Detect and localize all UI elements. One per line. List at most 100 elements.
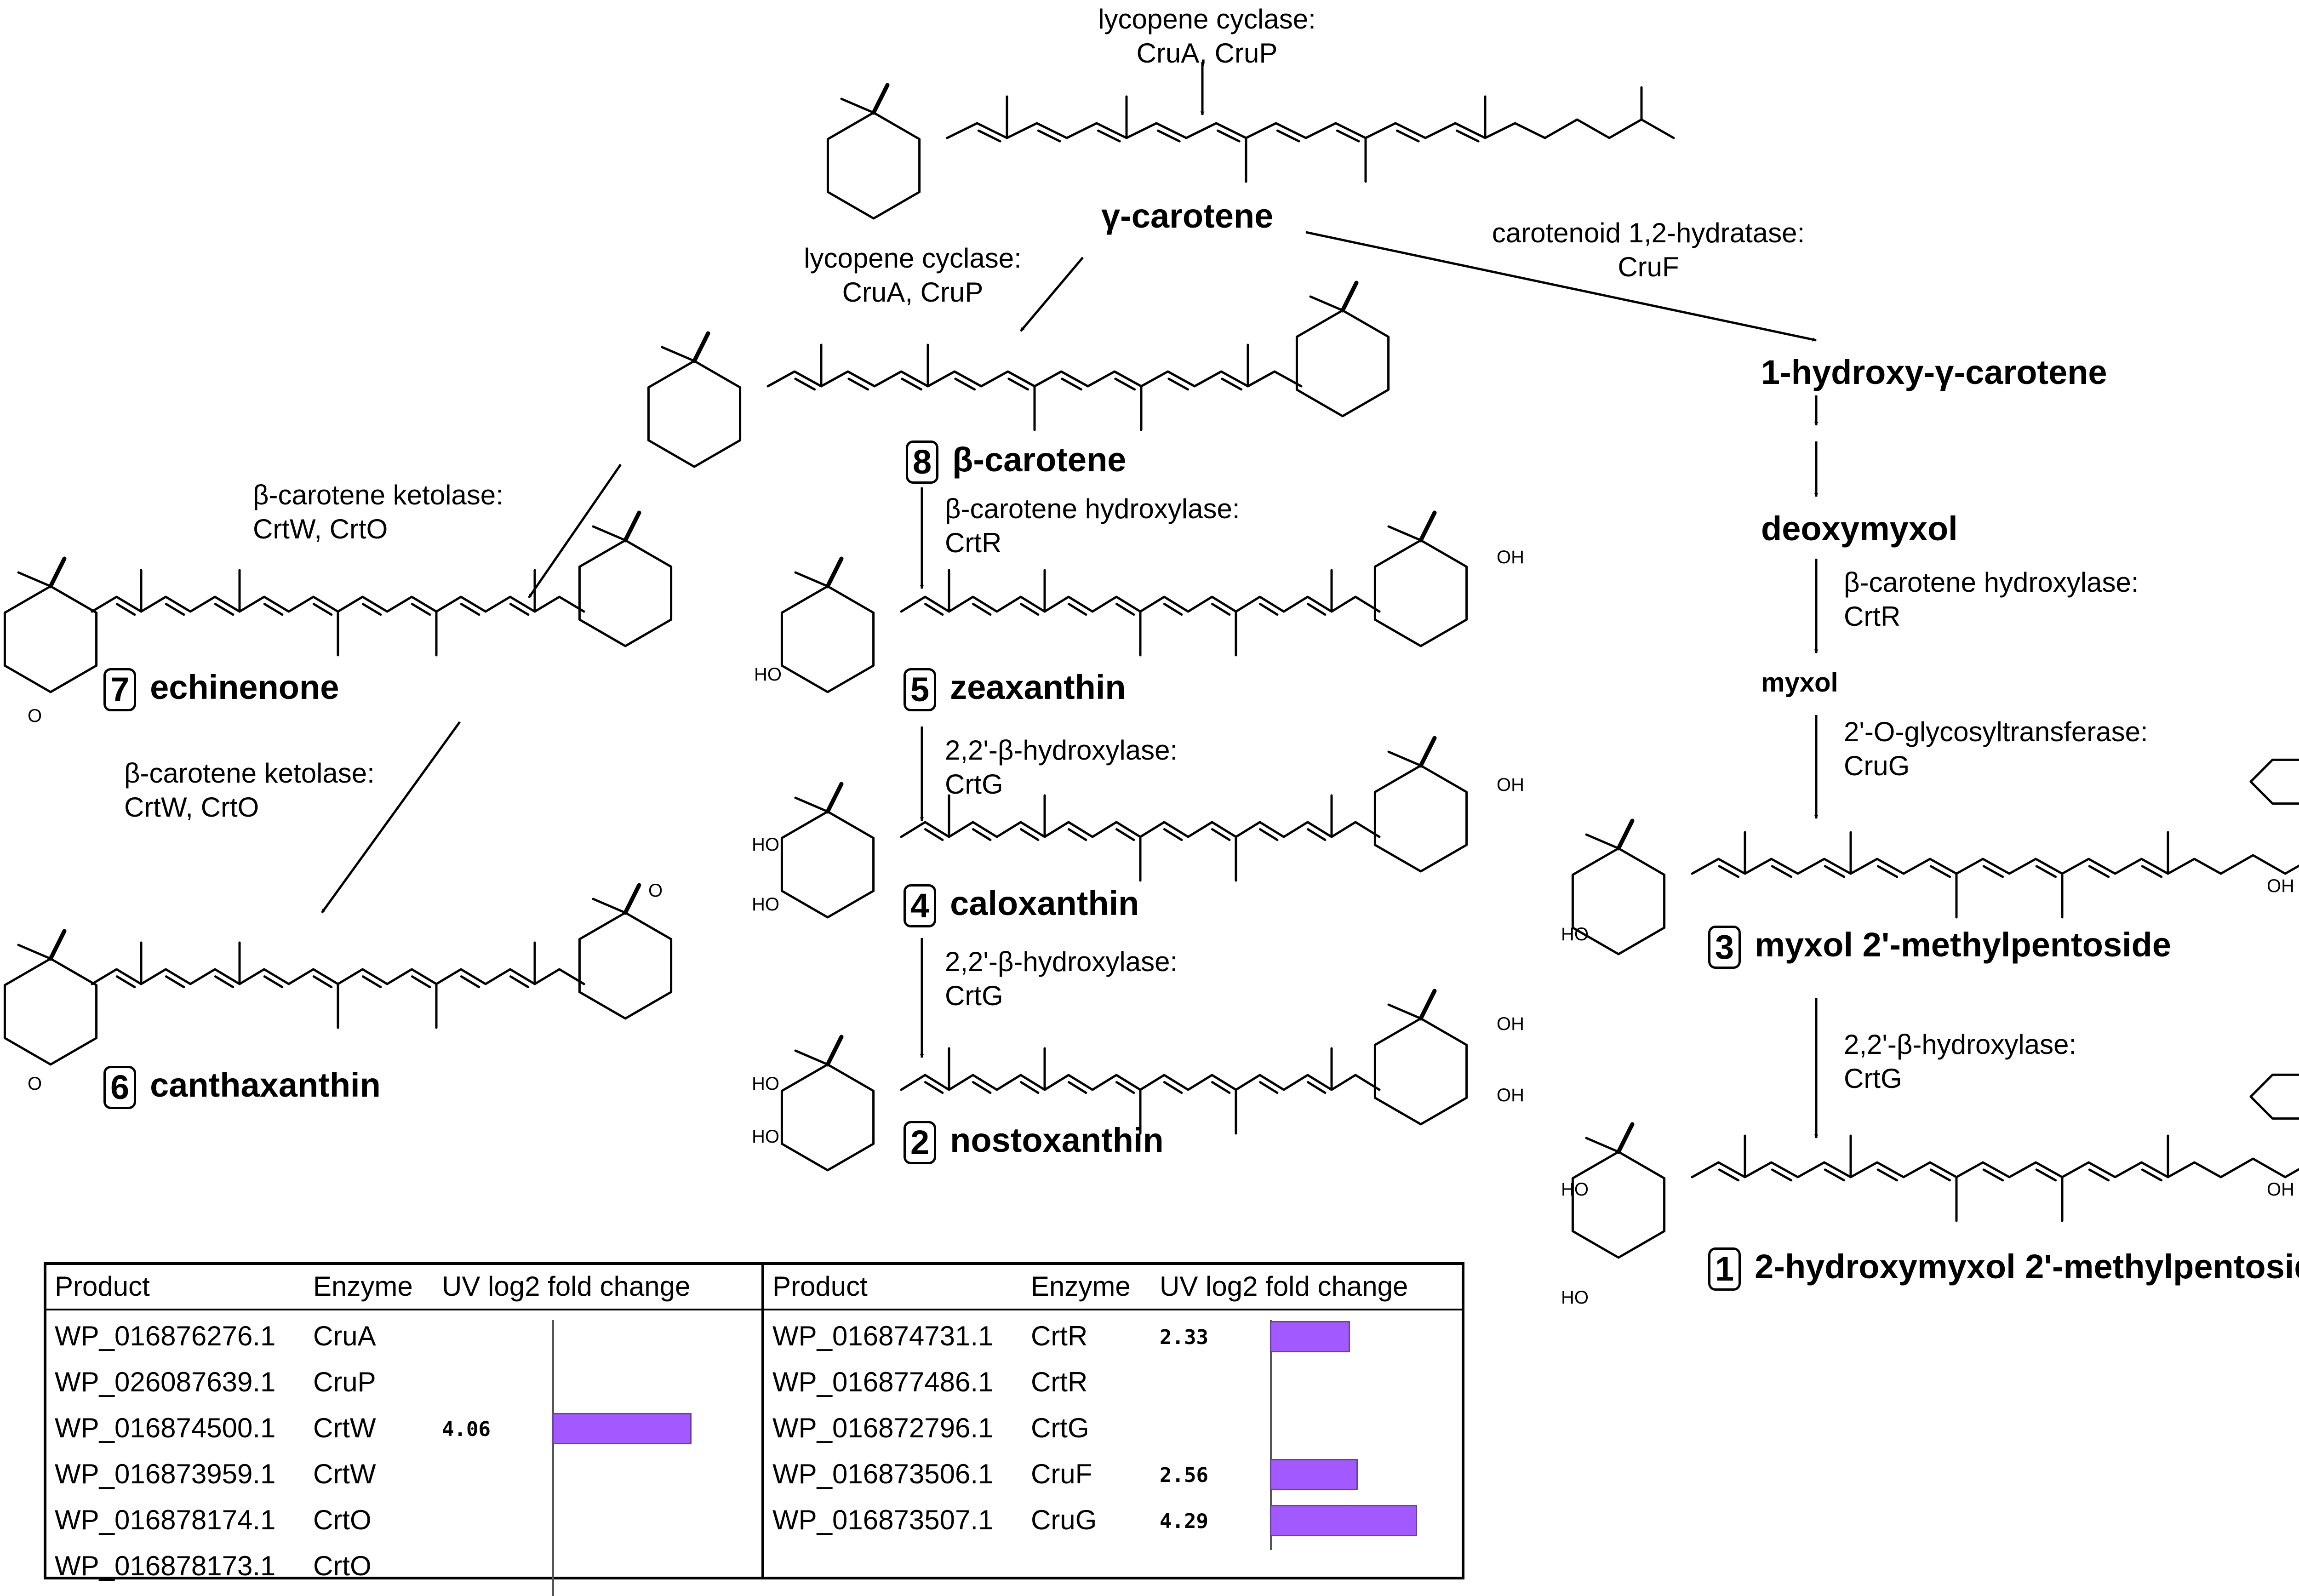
enzyme-genes: CruA, CruP: [842, 277, 984, 308]
enzyme-label-b-hydroxylase-1: 2,2'-β-hydroxylase: CrtG: [945, 733, 1178, 801]
compound-name: 2-hydroxymyxol 2'-methylpentoside: [1755, 1247, 2299, 1286]
compound-name: caloxanthin: [950, 884, 1139, 922]
reaction-arrow: [320, 721, 461, 914]
hydroxymyxol-mp-structure: [1571, 1073, 2299, 1259]
product-cell: WP_016874731.1: [772, 1321, 994, 1351]
enzyme-genes: CruF: [1618, 252, 1679, 282]
enzyme-title: 2,2'-β-hydroxylase:: [1844, 1029, 2077, 1060]
fold-change-value: 4.29: [1160, 1510, 1208, 1533]
compound-deoxymyxol: deoxymyxol: [1761, 508, 1958, 549]
enzyme-genes: CrtG: [945, 769, 1003, 800]
compound-name: deoxymyxol: [1761, 509, 1958, 548]
enzyme-label-hydroxylase-center: β-carotene hydroxylase: CrtR: [945, 492, 1240, 560]
column-header-product: Product: [55, 1271, 150, 1302]
product-cell: WP_016872796.1: [772, 1413, 994, 1443]
myxol-mp-structure: [1571, 758, 2299, 955]
compound-nostoxanthin: 2 nostoxanthin: [904, 1120, 1164, 1165]
fold-change-bar: [1270, 1505, 1417, 1536]
enzyme-cell: CruF: [1031, 1459, 1092, 1489]
enzyme-cell: CrtR: [1031, 1367, 1088, 1397]
enzyme-label-glycosyltransferase: 2'-O-glycosyltransferase: CruG: [1844, 715, 2148, 783]
product-cell: WP_016873507.1: [772, 1504, 994, 1535]
bar-axis: [552, 1320, 554, 1596]
enzyme-cell: CruG: [1031, 1504, 1097, 1535]
atom-label: HO: [1561, 924, 1589, 944]
zeaxanthin-structure: [780, 510, 1468, 693]
column-header-fold-change: UV log2 fold change: [442, 1271, 691, 1302]
enzyme-genes: CrtW, CrtO: [124, 792, 259, 823]
fold-change-bar: [552, 1413, 692, 1444]
enzyme-cell: CruP: [313, 1367, 376, 1397]
compound-number-badge: 3: [1708, 926, 1741, 969]
compound-number-badge: 5: [904, 668, 937, 712]
column-header-enzyme: Enzyme: [1031, 1271, 1131, 1302]
fold-change-value: 4.06: [442, 1418, 491, 1441]
compound-hydroxy-gamma-carotene: 1-hydroxy-γ-carotene: [1761, 352, 2107, 393]
enzyme-title: lycopene cyclase:: [804, 243, 1022, 274]
product-cell: WP_016873959.1: [55, 1459, 276, 1489]
compound-hydroxymyxol-methylpentoside: 1 2-hydroxymyxol 2'-methylpentoside: [1708, 1246, 2299, 1291]
enzyme-title: β-carotene hydroxylase:: [945, 493, 1240, 524]
enzyme-title: 2'-O-glycosyltransferase:: [1844, 716, 2148, 747]
enzyme-label-b-hydroxylase-right: 2,2'-β-hydroxylase: CrtG: [1844, 1028, 2076, 1096]
enzyme-genes: CrtR: [1844, 601, 1901, 632]
compound-number-badge: 2: [904, 1121, 937, 1165]
product-cell: WP_016877486.1: [772, 1367, 994, 1397]
enzyme-label-b-hydroxylase-2: 2,2'-β-hydroxylase: CrtG: [945, 945, 1178, 1013]
enzyme-title: β-carotene ketolase:: [124, 758, 375, 789]
compound-myxol-methylpentoside: 3 myxol 2'-methylpentoside: [1708, 924, 2171, 969]
product-cell: WP_016878173.1: [55, 1550, 276, 1581]
reaction-arrow: [1020, 257, 1084, 332]
fold-change-value: 2.33: [1160, 1326, 1208, 1349]
enzyme-title: β-carotene hydroxylase:: [1844, 567, 2139, 598]
header-divider: [764, 1309, 1464, 1310]
enzyme-label-hydroxylase-right: β-carotene hydroxylase: CrtR: [1844, 566, 2139, 634]
reaction-arrow: [1305, 231, 1817, 342]
enzyme-title: 2,2'-β-hydroxylase:: [945, 735, 1178, 766]
atom-label: HO: [752, 1074, 779, 1094]
product-cell: WP_016873506.1: [772, 1459, 994, 1489]
enzyme-label-lycopene-cyclase-top: lycopene cyclase: CruA, CruP: [1058, 2, 1356, 70]
enzyme-cell: CrtO: [313, 1504, 372, 1535]
product-cell: WP_016874500.1: [55, 1413, 276, 1443]
compound-name: 1-hydroxy-γ-carotene: [1761, 353, 2107, 391]
atom-label: HO: [754, 664, 782, 685]
fold-change-bar: [1270, 1321, 1350, 1352]
enzyme-cell: CruA: [313, 1321, 376, 1351]
compound-number-badge: 8: [906, 440, 939, 484]
table-left-panel: Product Enzyme UV log2 fold change WP_01…: [46, 1265, 761, 1596]
compound-name: myxol: [1761, 668, 1838, 698]
atom-label: HO: [752, 1127, 779, 1147]
enzyme-label-ketolase-1: β-carotene ketolase: CrtW, CrtO: [253, 478, 503, 546]
column-header-fold-change: UV log2 fold change: [1160, 1271, 1408, 1302]
atom-label: HO: [752, 835, 779, 855]
compound-number-badge: 7: [103, 668, 137, 712]
compound-name: β-carotene: [952, 440, 1127, 479]
enzyme-label-lycopene-cyclase-mid: lycopene cyclase: CruA, CruP: [763, 241, 1062, 309]
enzyme-genes: CrtR: [945, 527, 1002, 558]
compound-number-badge: 1: [1708, 1247, 1741, 1291]
compound-name: nostoxanthin: [950, 1121, 1164, 1159]
canthaxanthin-structure: [3, 883, 673, 1066]
atom-label: O: [28, 706, 42, 726]
compound-name: γ-carotene: [1101, 197, 1274, 235]
atom-label: O: [648, 881, 663, 901]
caloxanthin-structure: [780, 736, 1468, 919]
enzyme-cell: CrtG: [1031, 1413, 1089, 1443]
compound-beta-carotene: 8 β-carotene: [906, 439, 1126, 484]
atom-label: OH: [1497, 775, 1524, 795]
product-cell: WP_026087639.1: [55, 1367, 276, 1397]
atom-label: HO: [1561, 1179, 1589, 1200]
compound-name: myxol 2'-methylpentoside: [1755, 926, 2171, 964]
enzyme-genes: CrtG: [945, 980, 1003, 1011]
enzyme-title: 2,2'-β-hydroxylase:: [945, 946, 1178, 977]
atom-label: OH: [1497, 547, 1524, 567]
atom-label: HO: [1561, 1287, 1589, 1308]
enzyme-cell: CrtW: [313, 1459, 376, 1489]
product-cell: WP_016878174.1: [55, 1504, 276, 1535]
enzyme-cell: CrtR: [1031, 1321, 1088, 1351]
